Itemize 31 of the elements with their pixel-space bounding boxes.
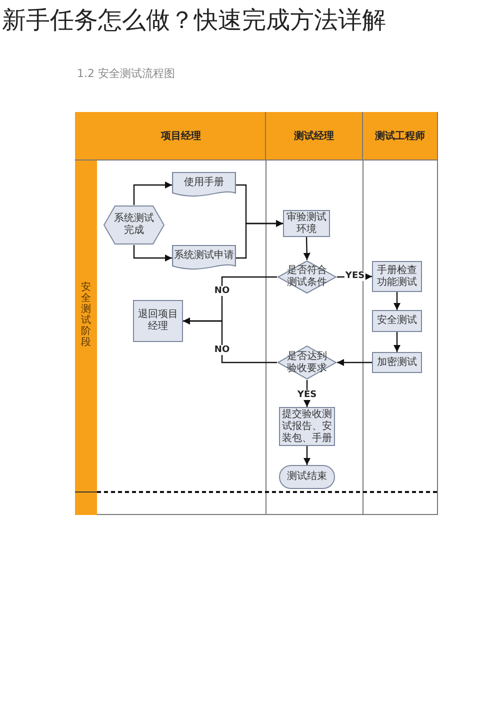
phase-label: 安全测试阶段	[81, 282, 91, 348]
process-box: 退回项目经理	[133, 300, 183, 342]
edge-label: NO	[213, 286, 231, 296]
connector-arrow	[133, 245, 172, 262]
connector-arrow	[303, 236, 310, 260]
connector-arrow	[393, 332, 401, 352]
connector-arrow	[183, 317, 277, 364]
edge-label: YES	[296, 390, 318, 400]
decision-diamond: 是否符合测试条件	[277, 260, 337, 294]
page-title: 新手任务怎么做？快速完成方法详解	[2, 5, 386, 36]
connector-arrow	[133, 181, 172, 205]
process-box: 安全测试	[372, 310, 422, 332]
connector-arrow	[393, 292, 401, 310]
process-box: 审验测试环境	[283, 210, 330, 237]
document-shape: 系统测试申请	[172, 245, 236, 271]
lane-header: 项目经理	[97, 112, 266, 160]
end-terminator: 测试结束	[279, 465, 335, 489]
edge-label: NO	[213, 345, 231, 355]
process-box: 手册检查功能测试	[372, 261, 422, 292]
connector-arrow	[337, 358, 372, 366]
figure-caption: 1.2 安全测试流程图	[77, 66, 175, 81]
document-shape: 使用手册	[172, 172, 236, 198]
connector-arrow	[236, 220, 283, 259]
decision-diamond: 是否达到验收要求	[277, 345, 337, 380]
lane-header: 测试经理	[266, 112, 363, 160]
process-box: 加密测试	[372, 352, 422, 373]
process-box: 提交验收测试报告、安装包、手册	[279, 407, 335, 446]
connector-arrow	[303, 446, 311, 465]
lane-header: 测试工程师	[363, 112, 438, 160]
start-hexagon: 系统测试完成	[103, 205, 165, 245]
edge-label: YES	[344, 271, 366, 281]
